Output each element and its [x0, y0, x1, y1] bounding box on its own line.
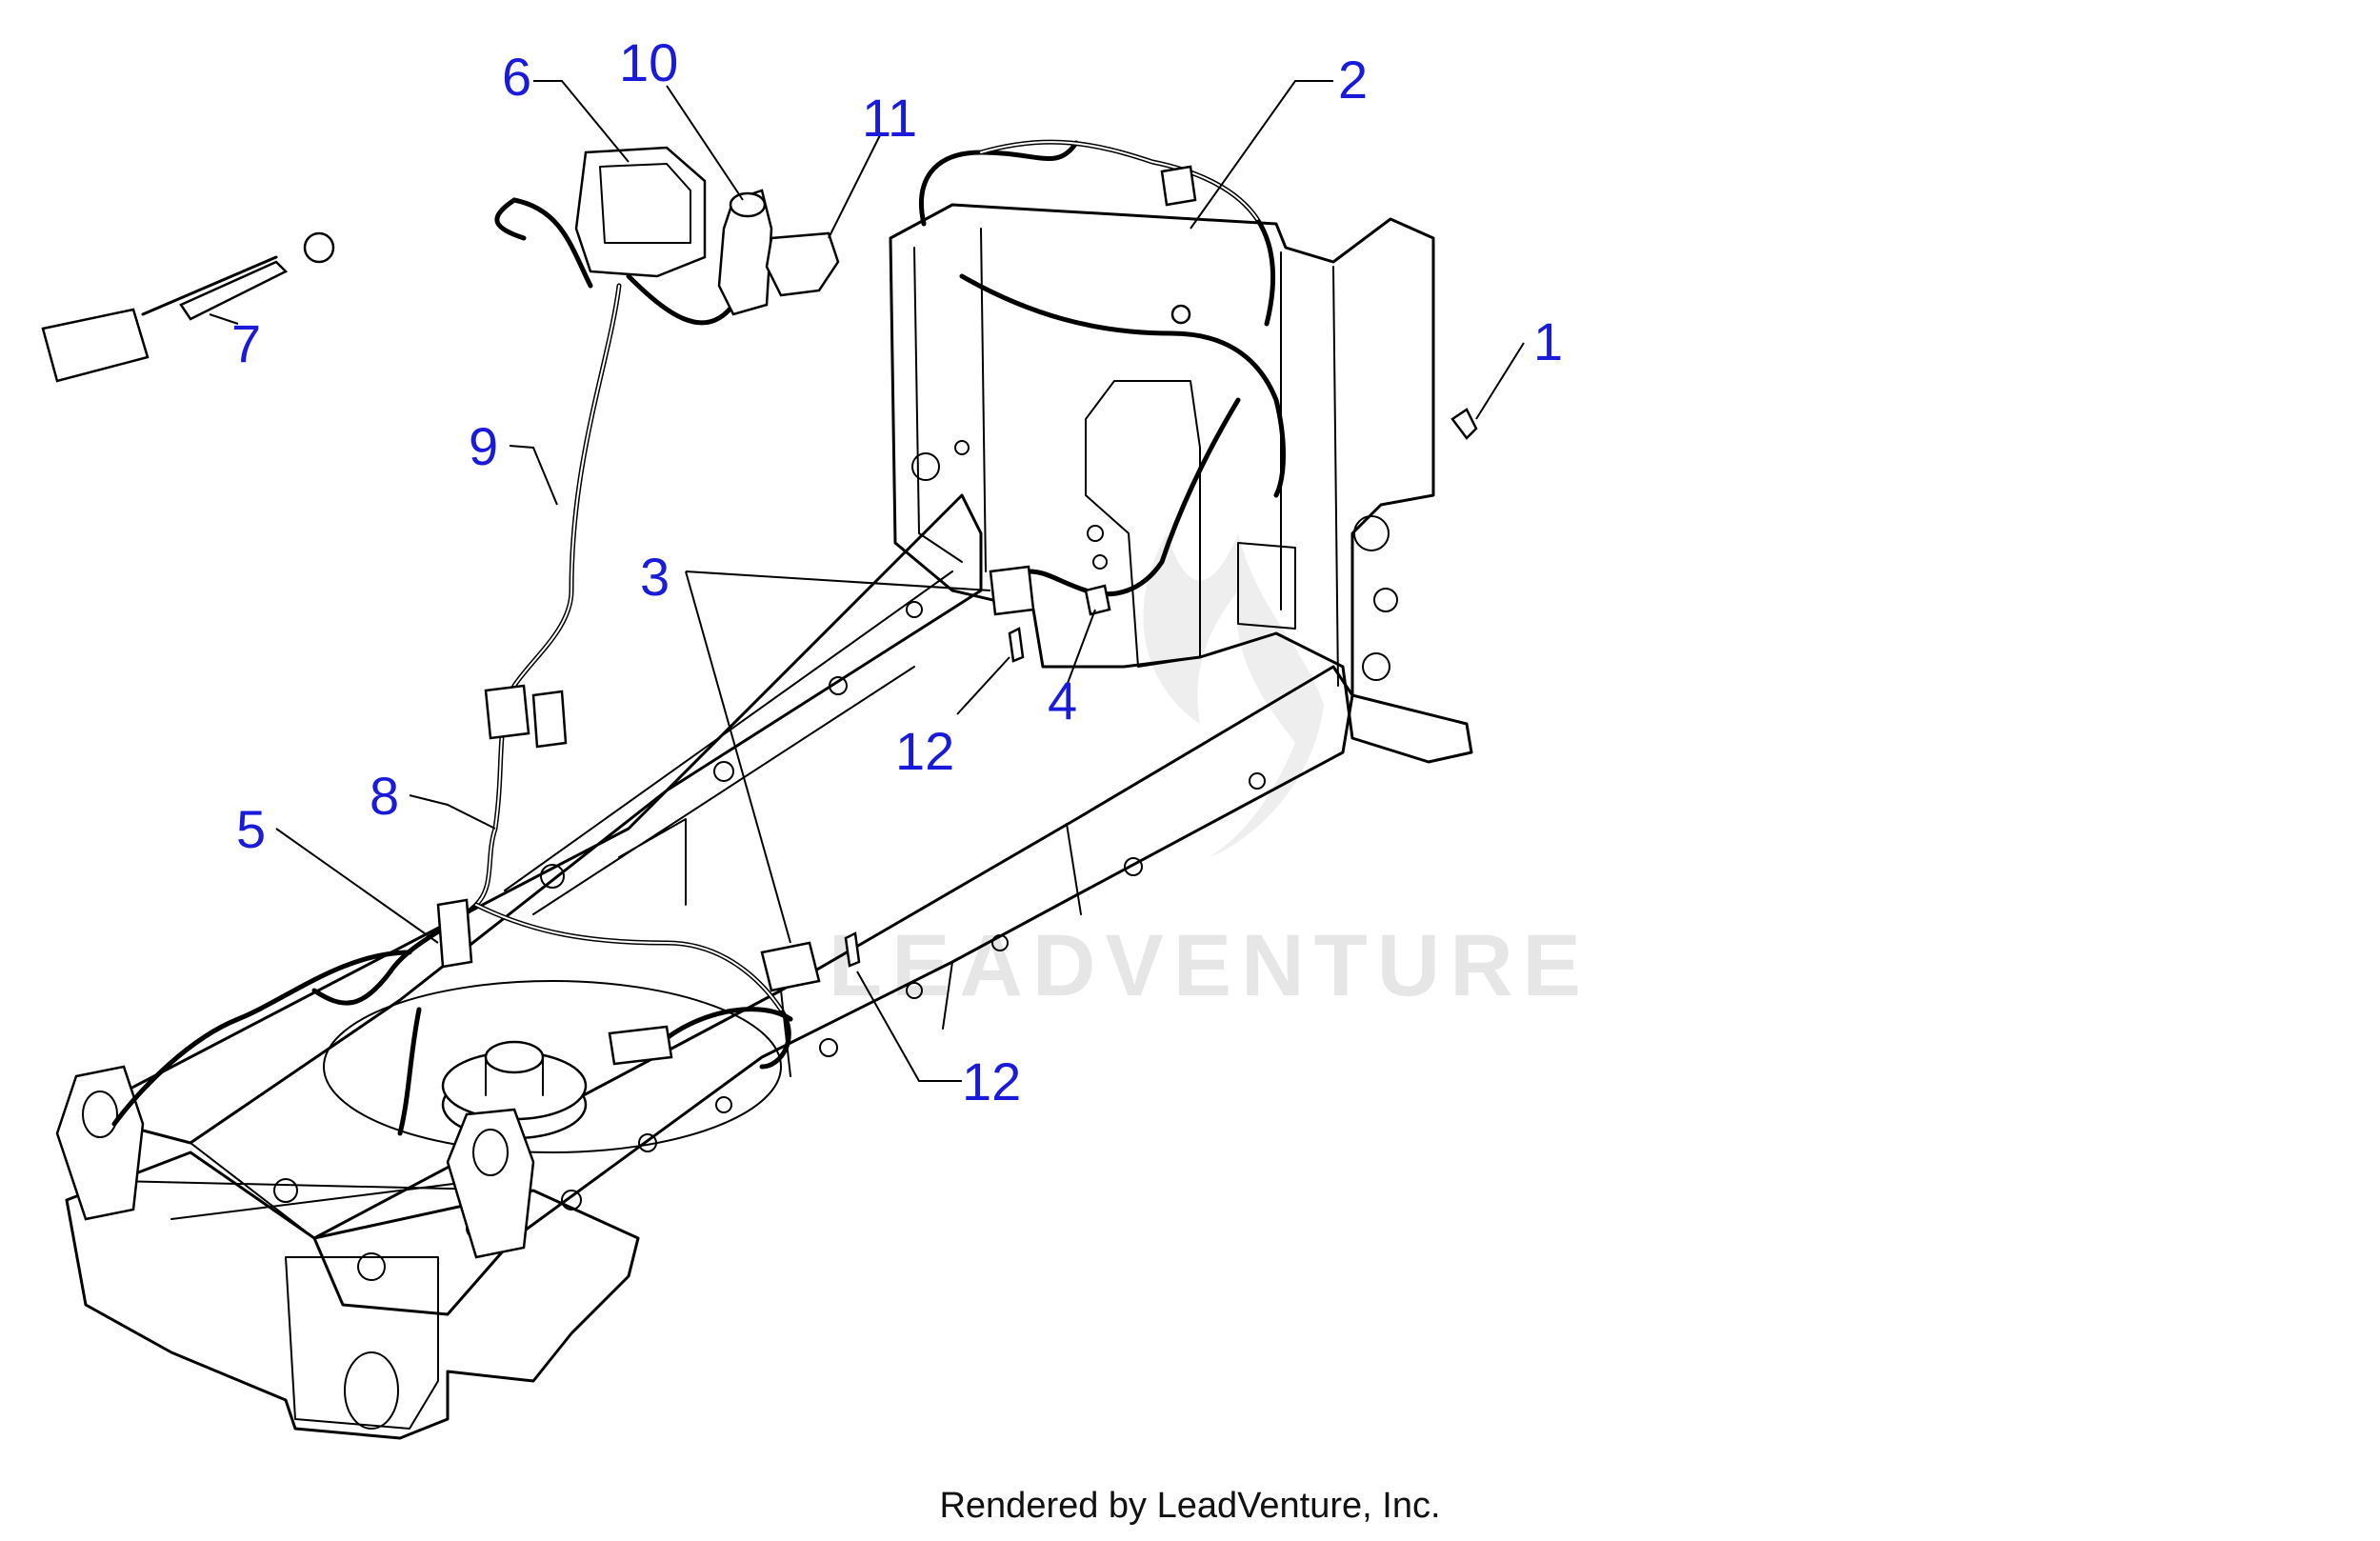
- pulley-hub: [484, 1040, 545, 1074]
- rear-panel-hole-6: [1087, 525, 1104, 542]
- part-6-dash-module: [574, 146, 707, 278]
- rear-panel-hole-5: [1362, 652, 1390, 681]
- callout-6: 6: [502, 47, 531, 107]
- harness-branch-left: [494, 197, 593, 289]
- part-3-switch-rear: [989, 565, 1035, 616]
- callout-5: 5: [236, 799, 266, 859]
- watermark-flame-logo: [1143, 533, 1324, 857]
- part-10-switch-cap: [729, 191, 767, 218]
- pto-connector: [608, 1025, 673, 1066]
- render-credit: Rendered by LeadVenture, Inc.: [939, 1486, 1441, 1526]
- pulley-shaft: [485, 1056, 544, 1096]
- callout-12-front: 12: [962, 1051, 1021, 1111]
- part-12-fastener-front: [844, 931, 861, 968]
- rear-panel-hole-2: [954, 440, 970, 455]
- part-9-connector: [531, 690, 568, 749]
- callout-3: 3: [640, 547, 670, 607]
- callout-8: 8: [370, 766, 399, 826]
- part-4-clip: [1084, 584, 1111, 616]
- part-5-connector: [436, 898, 473, 969]
- brake-brackets: [55, 1065, 535, 1259]
- leader-lines: [209, 80, 1525, 1082]
- left-rail-inner-flange: [504, 570, 953, 915]
- callout-7: 7: [231, 313, 261, 373]
- harness-down-lead: [397, 1007, 422, 1136]
- part-8-connector: [484, 684, 530, 740]
- rail-holes: [540, 601, 1266, 1211]
- callout-11: 11: [862, 88, 917, 148]
- callout-9: 9: [469, 416, 498, 476]
- callout-labels: 1 2 3 4 5 6 7 8 9 10 11 12 12: [231, 32, 1563, 1111]
- part-7-key-ring: [303, 231, 335, 264]
- harness-rear-upper: [919, 139, 1275, 327]
- front-frame-section: [65, 1151, 640, 1440]
- part-7-key-lanyard: [141, 255, 278, 316]
- callout-10: 10: [619, 32, 678, 92]
- front-bumper-plate: [285, 1256, 439, 1430]
- watermark: LEADVENTURE: [829, 533, 1590, 1014]
- harness-rear-down: [959, 273, 1286, 498]
- part-6-module-face: [599, 163, 691, 244]
- harness-front-loop: [311, 902, 791, 1070]
- right-brake-bracket: [446, 1108, 535, 1259]
- harness-rear-seat-lead: [1026, 397, 1241, 597]
- watermark-text: LEADVENTURE: [829, 917, 1590, 1014]
- right-frame-rail: [312, 665, 1354, 1316]
- deck-outline: [323, 980, 782, 1153]
- left-brake-bracket: [55, 1065, 145, 1221]
- part-12-fastener-rear: [1008, 627, 1025, 663]
- harness-left-brake-lead: [111, 950, 412, 1127]
- rear-frame-panel: [889, 203, 1473, 764]
- wire-harness: [111, 139, 1286, 1136]
- callout-12-rear: 12: [895, 721, 954, 781]
- front-bumper-slot: [344, 1351, 399, 1430]
- part-7-key-sleeve: [179, 260, 289, 321]
- part-2-grommet: [1170, 304, 1191, 325]
- callout-2: 2: [1338, 50, 1368, 110]
- rear-panel-hole-7: [1092, 554, 1108, 570]
- part-10-ignition-switch: [717, 189, 773, 316]
- rear-panel-cutout: [1085, 380, 1201, 668]
- front-hole-1: [357, 1252, 386, 1281]
- harness-pto-branch: [664, 1007, 793, 1041]
- part-2-connector: [1160, 165, 1197, 207]
- left-brake-spring: [82, 1091, 118, 1138]
- rear-panel-hole-1: [911, 452, 940, 481]
- part-7-key-tag: [41, 308, 150, 383]
- part-11-switch: [765, 231, 840, 297]
- right-rail-inner-flange: [780, 823, 1082, 1077]
- rear-panel-window: [1237, 542, 1296, 630]
- rear-panel-hole-3: [1353, 515, 1390, 551]
- right-brake-spring: [472, 1129, 509, 1176]
- front-hole-2: [273, 1178, 298, 1203]
- callout-1: 1: [1533, 311, 1563, 371]
- part-3-switch-front: [760, 941, 821, 992]
- rear-panel-inner-edge: [913, 228, 1339, 687]
- callout-4: 4: [1048, 670, 1077, 730]
- part-1-bolt: [1450, 408, 1478, 440]
- rear-panel-hole-4: [1373, 588, 1398, 612]
